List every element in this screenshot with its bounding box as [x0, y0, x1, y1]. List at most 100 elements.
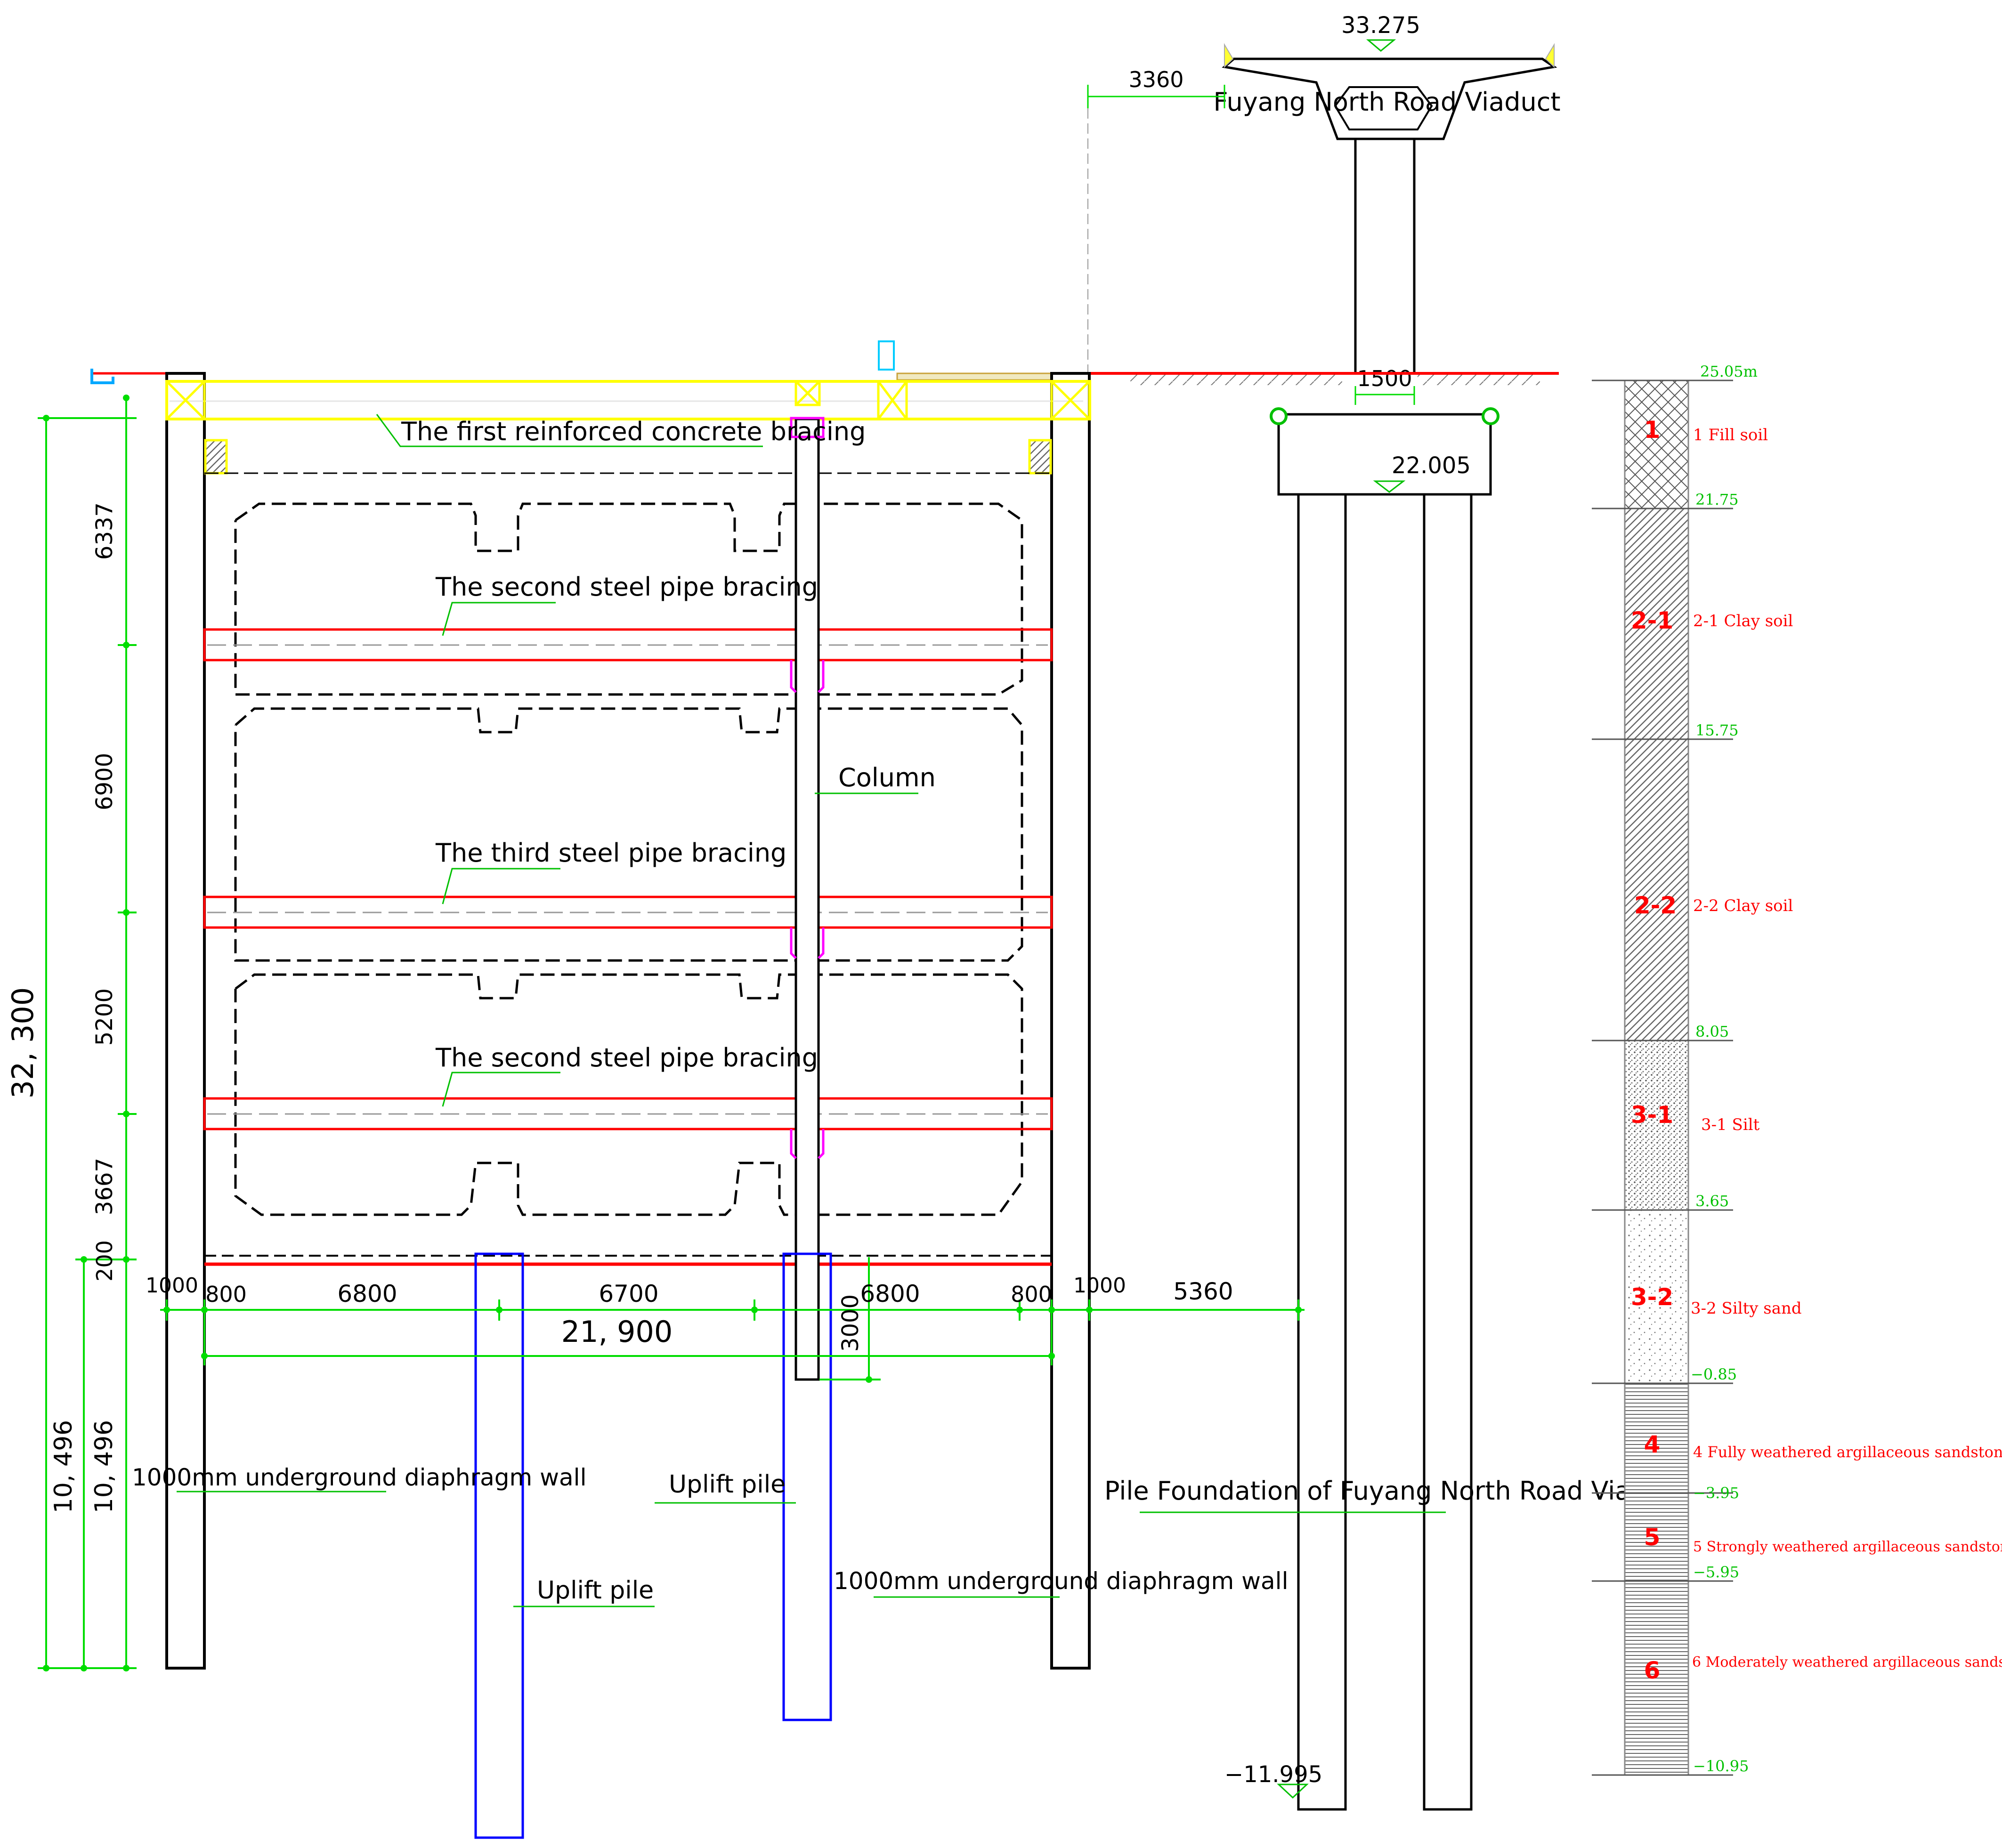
diaphragm-wall-right	[1050, 372, 1091, 1670]
first-rc-bracing	[165, 380, 1091, 420]
horizontal-dimensions	[160, 1257, 1305, 1380]
ground-surface	[90, 340, 1559, 385]
second-steel-bracing	[203, 628, 1053, 662]
soil-name-2-1: 2-1 Clay soil	[1693, 612, 1793, 630]
column-joints	[790, 417, 825, 1159]
vertical-dimensions	[38, 398, 137, 1669]
label-first-bracing: The first reinforced concrete bracing	[401, 417, 866, 446]
dim-column-embed: 3000	[837, 1294, 864, 1352]
label-column: Column	[838, 763, 936, 792]
dim-6900: 6900	[91, 753, 118, 810]
viaduct-top-elevation: 33.275	[1341, 12, 1420, 39]
label-second-bracing: The second steel pipe bracing	[435, 572, 818, 602]
dim-3667: 3667	[91, 1158, 118, 1215]
drain-left	[90, 369, 114, 384]
label-uplift-pile-right: Uplift pile	[669, 1470, 786, 1499]
soil-column: 25.05m 1 1 Fill soil 21.75 2-1 2-1 Clay …	[1592, 363, 2002, 1776]
dim-6337: 6337	[91, 502, 118, 560]
pile-tip-elevation: −11.995	[1224, 1761, 1322, 1788]
crown-beam-right	[1028, 439, 1052, 475]
soil-id-3-1: 3-1	[1631, 1101, 1673, 1129]
pier-width: 1500	[1357, 366, 1412, 391]
soil-bottom-5: −5.95	[1693, 1563, 1739, 1581]
label-wall-left: 1000mm underground diaphragm wall	[132, 1464, 586, 1491]
dim-embed-outer: 10, 496	[49, 1420, 78, 1513]
soil-layer-2-2	[1624, 738, 1689, 1041]
soil-name-3-1: 3-1 Silt	[1701, 1115, 1760, 1134]
viaduct-pier	[1354, 137, 1416, 375]
soil-id-1: 1	[1644, 416, 1661, 444]
dim-h-6800-left: 6800	[337, 1280, 397, 1307]
horizontal-dim-texts: 1000 800 6800 6700 6800 800 1000 21, 900…	[146, 1274, 1233, 1352]
label-fourth-bracing: The second steel pipe bracing	[435, 1043, 818, 1073]
diaphragm-wall-left	[165, 372, 206, 1670]
dim-embed-inner: 10, 496	[90, 1420, 118, 1513]
soil-id-3-2: 3-2	[1631, 1283, 1673, 1311]
box-girder-cell	[1334, 86, 1433, 130]
cap-elevation-marker	[1373, 480, 1406, 493]
steel-pipe-bracings	[203, 628, 1053, 1130]
offset-dim-value: 3360	[1128, 67, 1183, 92]
excavation	[165, 372, 1091, 1839]
leader-first-bracing	[376, 414, 763, 447]
soil-name-2-2: 2-2 Clay soil	[1693, 896, 1793, 915]
horizontal-dim-ticks	[163, 1307, 1302, 1383]
fourth-steel-bracing	[203, 1097, 1053, 1130]
soil-id-2-2: 2-2	[1634, 892, 1677, 919]
dim-h-800-left: 800	[205, 1282, 247, 1307]
dim-h-800-right: 800	[1011, 1282, 1052, 1307]
cap-elevation: 22.005	[1392, 452, 1471, 479]
dim-total-depth: 32, 300	[6, 987, 40, 1099]
soil-id-6: 6	[1644, 1657, 1661, 1684]
label-third-bracing: The third steel pipe bracing	[435, 838, 786, 868]
soil-layer-1	[1624, 379, 1689, 509]
survey-point-right	[1482, 407, 1499, 425]
vertical-dim-texts: 6337 6900 5200 3667 200 32, 300 10, 496 …	[6, 502, 118, 1513]
ground-hatch-right	[1418, 375, 1540, 385]
viaduct-offset-dimension: 3360	[1087, 67, 1225, 372]
dim-h-6700: 6700	[599, 1280, 658, 1307]
soil-top-elevation: 25.05m	[1700, 363, 1758, 380]
soil-bottom-2-1: 15.75	[1695, 721, 1739, 739]
survey-point-left	[1270, 407, 1288, 425]
elevation-marker-top	[1366, 39, 1396, 52]
leader-fourth-bracing	[442, 1072, 560, 1107]
internal-structure-outline	[234, 502, 1023, 1216]
lattice-column	[794, 418, 820, 1381]
soil-name-3-2: 3-2 Silty sand	[1691, 1299, 1802, 1318]
uplift-pile-right	[782, 1252, 832, 1721]
soil-bottom-6: −10.95	[1693, 1757, 1749, 1775]
label-wall-right: 1000mm underground diaphragm wall	[834, 1567, 1288, 1595]
dim-5200: 5200	[91, 988, 118, 1046]
pile-tip-marker	[1277, 1783, 1309, 1799]
soil-id-4: 4	[1644, 1431, 1661, 1458]
soil-name-6: 6 Moderately weathered argillaceous sand…	[1692, 1654, 2002, 1670]
soil-layer-5	[1624, 1492, 1689, 1582]
leader-third-bracing	[442, 868, 560, 904]
dim-total-width: 21, 900	[561, 1315, 673, 1349]
uplift-pile-left	[474, 1252, 524, 1839]
label-uplift-pile-left: Uplift pile	[537, 1576, 654, 1605]
soil-id-2-1: 2-1	[1631, 607, 1673, 634]
parapet-left	[1224, 43, 1234, 68]
vertical-dim-ticks	[43, 395, 130, 1671]
soil-bottom-3-2: −0.85	[1691, 1365, 1737, 1383]
parapet-right	[1545, 43, 1555, 68]
first-bracing-nodes	[165, 380, 1091, 420]
third-steel-bracing	[203, 896, 1053, 929]
dim-h-1000-left: 1000	[146, 1274, 198, 1298]
ground-hatch	[1130, 375, 1342, 385]
soil-layer-4	[1624, 1382, 1689, 1494]
viaduct-pile-left	[1297, 493, 1347, 1811]
soil-bottom-1: 21.75	[1695, 491, 1739, 508]
soil-bottom-4: −3.95	[1693, 1484, 1739, 1502]
viaduct-title: Fuyang North Road Viaduct	[1213, 87, 1560, 117]
dim-200: 200	[92, 1240, 117, 1282]
dim-h-1000-right: 1000	[1073, 1274, 1126, 1298]
soil-name-5: 5 Strongly weathered argillaceous sandst…	[1693, 1539, 2002, 1555]
crown-beam-left	[204, 439, 228, 475]
viaduct-pile-right	[1423, 493, 1473, 1811]
dim-pile-distance: 5360	[1173, 1278, 1233, 1305]
